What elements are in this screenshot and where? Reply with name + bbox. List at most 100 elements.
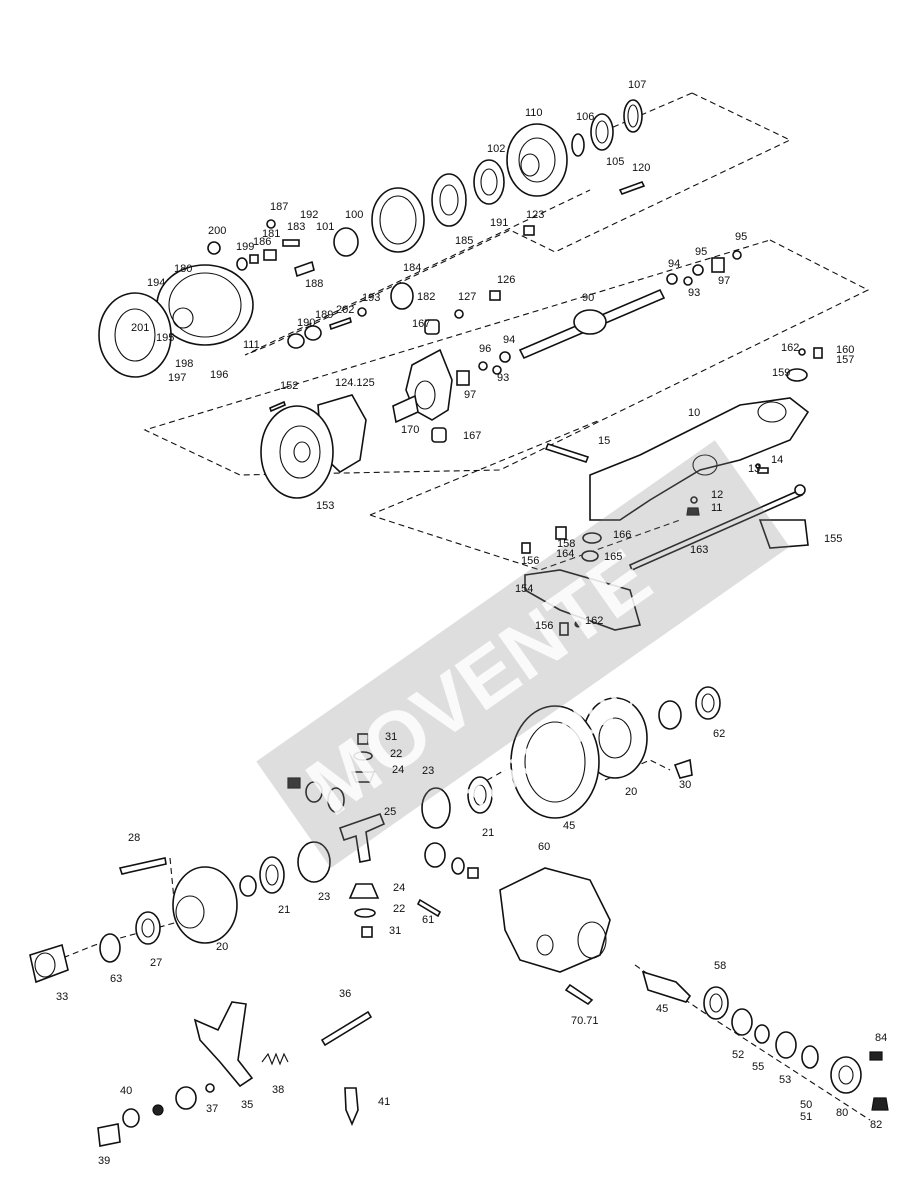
callout-31: 31: [385, 731, 397, 743]
watermark: MOVENTE moventeu: [256, 440, 790, 868]
block-lower-right: [467, 867, 479, 879]
king-pin-cap-167-lower: [431, 427, 447, 443]
callout-101: 101: [316, 221, 334, 233]
callout-45: 45: [563, 820, 575, 832]
callout-41: 41: [378, 1096, 390, 1108]
pin-183: [282, 239, 300, 247]
callout-31: 31: [389, 925, 401, 937]
callout-95: 95: [695, 246, 707, 258]
bearing-53: [775, 1031, 797, 1059]
callout-22: 22: [393, 903, 405, 915]
callout-156: 156: [535, 620, 553, 632]
callout-53: 53: [779, 1074, 791, 1086]
tie-rod-end-right: [794, 484, 806, 496]
ring-106: [571, 133, 585, 157]
pin-123: [523, 225, 535, 236]
callout-93: 93: [688, 287, 700, 299]
callout-39: 39: [98, 1155, 110, 1167]
callout-127: 127: [458, 291, 476, 303]
callout-14: 14: [771, 454, 783, 466]
callout-40: 40: [120, 1085, 132, 1097]
bearing-102: [473, 159, 505, 205]
callout-201: 201: [131, 322, 149, 334]
callout-52: 52: [732, 1049, 744, 1061]
callout-200: 200: [208, 225, 226, 237]
callout-155: 155: [824, 533, 842, 545]
pinion-left: [327, 787, 345, 813]
assembly-boundaries: [44, 92, 871, 1121]
bolt-61: [416, 898, 442, 918]
diff-connection-line-4: [604, 759, 671, 781]
differential-group: [29, 686, 889, 1147]
bush-97-lower: [456, 370, 470, 386]
callout-97: 97: [464, 389, 476, 401]
cover-plate-159: [786, 368, 808, 382]
pinion-lower-right: [424, 842, 446, 868]
callout-167: 167: [463, 430, 481, 442]
shift-rod-36: [320, 1010, 373, 1047]
ring-200: [207, 241, 221, 255]
callout-158: 158: [557, 538, 575, 550]
ring-95b-upper: [732, 250, 742, 260]
callout-163: 163: [690, 544, 708, 556]
callout-36: 36: [339, 988, 351, 1000]
axle-beam-group: [521, 347, 823, 636]
callout-159: 159: [772, 367, 790, 379]
callout-184: 184: [403, 262, 421, 274]
bearing-62: [695, 686, 721, 720]
bolt-160: [813, 347, 823, 359]
callout-191: 191: [490, 217, 508, 229]
steering-arm-155: [758, 519, 809, 549]
callout-15: 15: [598, 435, 610, 447]
side-gear-23-right: [421, 787, 451, 829]
coupling-33: [29, 943, 69, 984]
callout-20: 20: [216, 941, 228, 953]
callout-162: 162: [781, 342, 799, 354]
washer-165: [581, 550, 599, 562]
callout-166: 166: [613, 529, 631, 541]
callout-24: 24: [393, 882, 405, 894]
side-gear-23-left: [297, 841, 331, 883]
callout-126: 126: [497, 274, 515, 286]
king-pin-cap-167-upper: [424, 319, 440, 335]
spring-38: [261, 1052, 289, 1066]
watermark-band: [256, 440, 790, 868]
pinion-24-upper: [350, 771, 376, 783]
callout-55: 55: [752, 1061, 764, 1073]
spider-25: [338, 812, 386, 863]
washer-166: [582, 532, 602, 544]
carrier-housing-60: [499, 867, 611, 973]
thrust-washer-21-left: [259, 856, 285, 894]
callout-12: 12: [711, 489, 723, 501]
bracket-188: [294, 260, 315, 278]
callout-123: 123: [526, 209, 544, 221]
pin-181: [263, 249, 277, 261]
callout-199: 199: [236, 241, 254, 253]
knuckle-assembly-boundary: [143, 239, 870, 476]
bolt-84: [869, 1051, 883, 1061]
diff-case-20-left: [172, 866, 238, 944]
steering-knuckle-group: [260, 250, 742, 499]
needle-bearing-182: [390, 282, 414, 310]
callout-196: 196: [210, 369, 228, 381]
callout-182: 182: [417, 291, 435, 303]
brake-disc-153: [260, 405, 334, 499]
ring-96: [478, 361, 488, 371]
steering-plate-154: [524, 569, 642, 631]
nut-162-lower: [574, 620, 582, 628]
hub-assembly-boundary: [244, 92, 792, 356]
callout-84: 84: [875, 1032, 887, 1044]
callout-153: 153: [316, 500, 334, 512]
callout-102: 102: [487, 143, 505, 155]
ring-37: [205, 1083, 215, 1093]
callout-35: 35: [241, 1099, 253, 1111]
callout-37: 37: [206, 1103, 218, 1115]
nut-162-upper: [798, 348, 806, 356]
bush-158: [555, 526, 567, 540]
washer-127: [454, 309, 464, 319]
axle-housing-10: [589, 397, 810, 521]
callout-157: 157: [836, 354, 854, 366]
callout-160: 160: [836, 344, 854, 356]
washer-lower-right: [451, 857, 465, 875]
ring-left: [239, 875, 257, 897]
